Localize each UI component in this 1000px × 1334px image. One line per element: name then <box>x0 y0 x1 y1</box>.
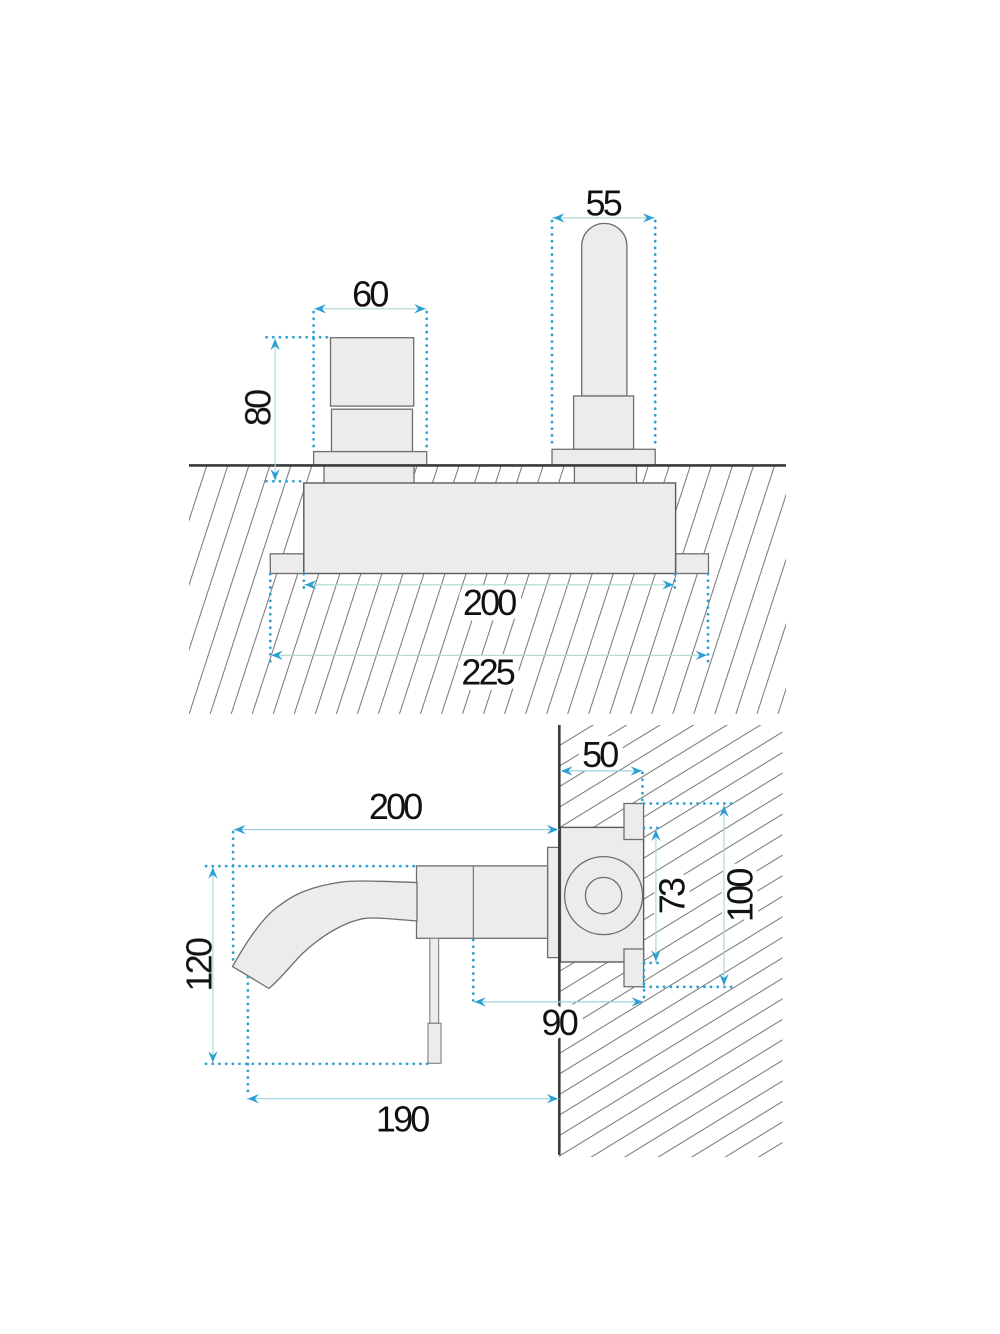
svg-text:90: 90 <box>541 1002 577 1043</box>
svg-text:190: 190 <box>376 1099 429 1140</box>
svg-text:55: 55 <box>585 182 621 223</box>
svg-text:100: 100 <box>719 869 760 922</box>
svg-text:225: 225 <box>461 651 514 692</box>
svg-text:50: 50 <box>582 734 618 775</box>
svg-text:60: 60 <box>352 274 388 315</box>
svg-text:225: 225 <box>461 651 514 692</box>
svg-text:200: 200 <box>369 786 422 827</box>
svg-text:200: 200 <box>463 582 516 623</box>
svg-text:80: 80 <box>237 390 278 426</box>
svg-text:73: 73 <box>651 878 692 914</box>
svg-text:120: 120 <box>178 938 219 991</box>
svg-text:73: 73 <box>651 878 692 914</box>
svg-text:100: 100 <box>719 869 760 922</box>
